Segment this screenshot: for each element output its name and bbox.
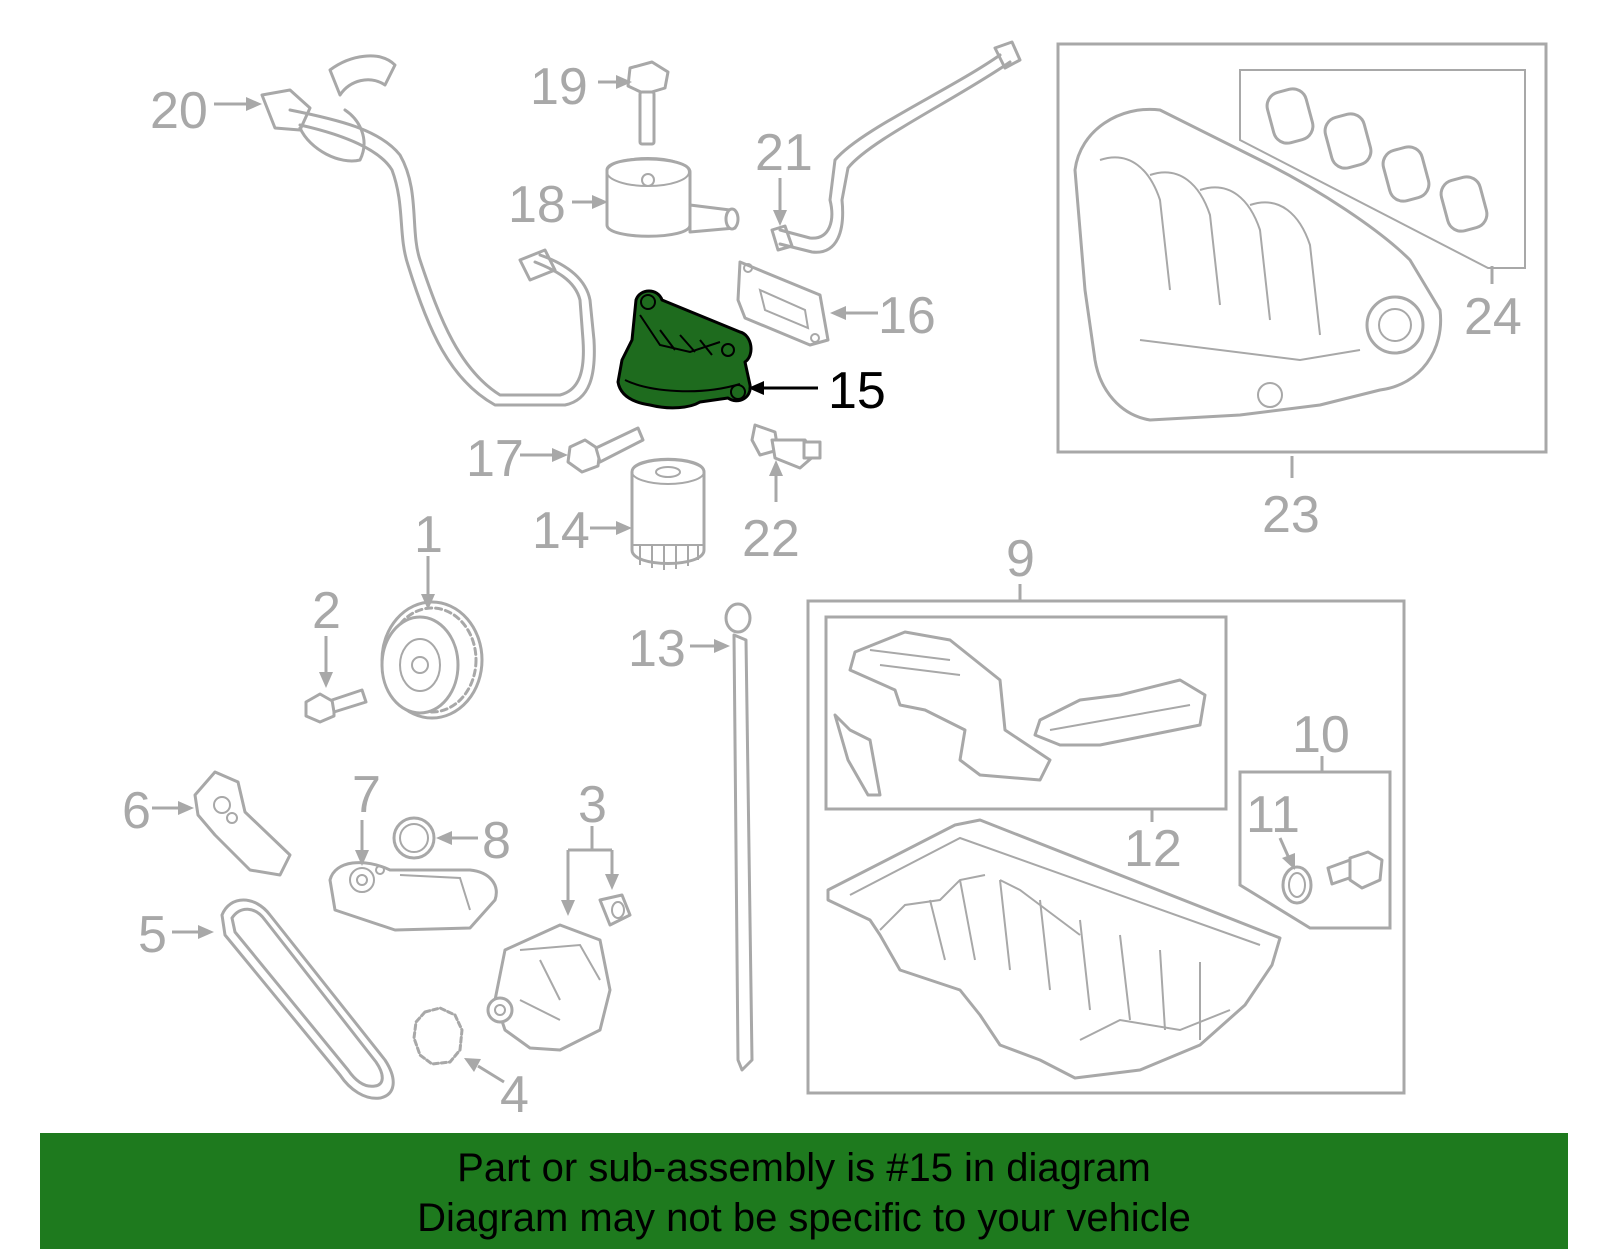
callout-22: 22 bbox=[742, 510, 800, 568]
callout-16: 16 bbox=[878, 287, 936, 345]
callout-20: 20 bbox=[150, 82, 208, 140]
part-19-bolt[interactable] bbox=[626, 60, 670, 146]
callout-5: 5 bbox=[138, 906, 167, 964]
callout-21: 21 bbox=[755, 124, 813, 182]
leader-lines bbox=[152, 75, 1494, 1084]
banner-line-1: Part or sub-assembly is #15 in diagram bbox=[457, 1146, 1151, 1190]
part-23-manifold[interactable] bbox=[1073, 107, 1443, 422]
part-24-gaskets[interactable] bbox=[1264, 86, 1490, 235]
part-4-gasket[interactable] bbox=[412, 1006, 464, 1066]
box-9-oil-pan[interactable] bbox=[806, 599, 1406, 1095]
part-12-baffles[interactable] bbox=[833, 630, 1207, 797]
callout-1: 1 bbox=[414, 506, 443, 564]
part-13-dipstick[interactable] bbox=[724, 602, 754, 1072]
part-2-bolt[interactable] bbox=[304, 688, 368, 724]
callout-23: 23 bbox=[1262, 486, 1320, 544]
part-11-drain-washer[interactable] bbox=[1281, 865, 1313, 905]
callout-19: 19 bbox=[530, 58, 588, 116]
part-10-drain-plug[interactable] bbox=[1326, 850, 1384, 890]
callout-12: 12 bbox=[1124, 820, 1182, 878]
box-10-drain-plug[interactable] bbox=[1238, 770, 1392, 930]
part-7-housing[interactable] bbox=[328, 861, 498, 932]
callout-7: 7 bbox=[352, 766, 381, 824]
banner-line-2: Diagram may not be specific to your vehi… bbox=[417, 1196, 1191, 1240]
callout-18: 18 bbox=[508, 176, 566, 234]
callout-2: 2 bbox=[312, 582, 341, 640]
part-8-seal[interactable] bbox=[392, 816, 436, 860]
part-18-oil-cooler[interactable] bbox=[605, 157, 740, 238]
part-21-tube[interactable] bbox=[770, 40, 1022, 254]
part-3-oil-pump[interactable] bbox=[486, 893, 632, 1052]
part-23-oil-pan[interactable] bbox=[826, 818, 1282, 1080]
callout-8: 8 bbox=[482, 812, 511, 870]
callout-13: 13 bbox=[628, 620, 686, 678]
callout-17: 17 bbox=[466, 430, 524, 488]
callout-11: 11 bbox=[1246, 786, 1300, 844]
callout-10: 10 bbox=[1292, 706, 1350, 764]
callout-24: 24 bbox=[1464, 288, 1522, 346]
part-20-breather-hose[interactable] bbox=[260, 54, 596, 407]
part-14-oil-filter[interactable] bbox=[630, 457, 706, 570]
callout-9: 9 bbox=[1006, 530, 1035, 588]
part-16-gasket[interactable] bbox=[736, 260, 830, 347]
info-banner: Part or sub-assembly is #15 in diagram D… bbox=[40, 1133, 1568, 1249]
part-17-bolt[interactable] bbox=[566, 426, 645, 474]
callout-6: 6 bbox=[122, 782, 151, 840]
part-1-pulley[interactable] bbox=[380, 600, 484, 720]
callout-4: 4 bbox=[500, 1066, 529, 1124]
part-5-belt[interactable] bbox=[220, 898, 395, 1100]
callout-labels: 20 19 18 21 16 15 17 22 14 23 24 1 2 13 … bbox=[122, 58, 1522, 1124]
callout-15: 15 bbox=[828, 362, 886, 420]
part-15-oil-filter-housing[interactable] bbox=[616, 289, 753, 410]
box-23-intake-manifold[interactable] bbox=[1056, 42, 1548, 454]
part-6-tensioner-bracket[interactable] bbox=[193, 770, 292, 877]
callout-3: 3 bbox=[578, 776, 607, 834]
part-22-sensor[interactable] bbox=[750, 423, 822, 470]
callout-14: 14 bbox=[532, 502, 590, 560]
